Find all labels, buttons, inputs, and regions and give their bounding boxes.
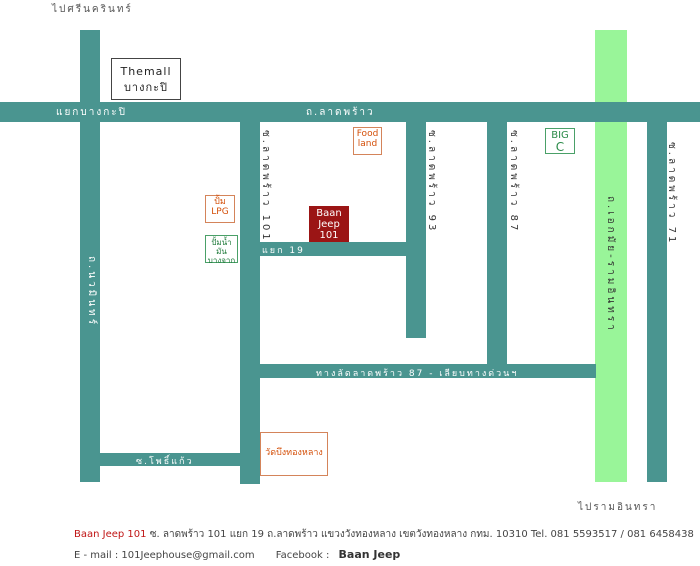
footer-address-line: Baan Jeep 101 ซ. ลาดพร้าว 101 แยก 19 ถ.ล… <box>74 527 694 542</box>
bangchak-pump: ปั้มน้ำมัน บางจาก <box>205 235 238 265</box>
lpg-line1: ปั้ม <box>214 197 226 207</box>
baanjeep-line2: Jeep <box>318 219 340 230</box>
foodland-line1: Food <box>356 129 379 139</box>
baanjeep-line1: Baan <box>316 208 342 219</box>
themall-bangkapi: Themall บางกะปิ <box>111 58 181 100</box>
lpg-line2: LPG <box>211 206 229 217</box>
nawamin-road <box>80 30 100 482</box>
nawamin-label: ถ.นวมินทร์ <box>86 256 97 328</box>
baan-jeep-101: Baan Jeep 101 <box>309 206 349 242</box>
themall-line1: Themall <box>120 65 172 78</box>
soi-101-road <box>240 122 260 484</box>
ladprao-road-label: ถ.ลาดพร้าว <box>306 107 375 118</box>
soi-87-road <box>487 122 507 366</box>
footer-facebook-name[interactable]: Baan Jeep <box>338 548 401 561</box>
soi-93-road <box>406 122 426 338</box>
ladprao-road <box>0 102 700 122</box>
wat-bueng-thonglang: วัดบึงทองหลาง <box>260 432 328 476</box>
soi-87-label: ซ.ลาดพร้าว 87 <box>508 130 519 234</box>
soi-71-road <box>647 122 667 482</box>
foodland-line2: land <box>357 138 378 149</box>
bangchak-line1: ปั้มน้ำมัน <box>211 238 232 256</box>
ekkamai-label: ถ.เอกมัย-รามอินทรา <box>605 196 616 333</box>
big-c: BIG C <box>545 128 575 154</box>
footer-contact-line: E - mail : 101Jeephouse@gmail.com Facebo… <box>74 548 400 561</box>
pho-kaeo-label: ซ.โพธิ์แก้ว <box>136 457 194 467</box>
bang-kapi-junction-label: แยกบางกะปิ <box>56 107 127 118</box>
to-srinakarin-label: ไปศรีนครินทร์ <box>52 4 133 15</box>
bigc-line2: C <box>555 140 565 154</box>
soi-101-label: ซ.ลาดพร้าว 101 <box>260 130 271 243</box>
footer-address: ซ. ลาดพร้าว 101 แยก 19 ถ.ลาดพร้าว แขวงวั… <box>149 529 694 540</box>
to-ramintra-label: ไปรามอินทรา <box>578 502 658 513</box>
foodland: Food land <box>353 127 382 155</box>
yaek-19-road <box>256 242 408 256</box>
baanjeep-line3: 101 <box>319 230 339 241</box>
footer-facebook-label: Facebook : <box>275 550 330 561</box>
themall-line2: บางกะปิ <box>123 81 169 94</box>
footer-brand: Baan Jeep 101 <box>74 529 147 540</box>
yaek-19-label: แยก 19 <box>262 246 305 256</box>
soi-71-label: ซ.ลาดพร้าว 71 <box>666 142 677 246</box>
bangchak-line2: บางจาก <box>207 255 236 265</box>
bypass-label: ทางลัดลาดพร้าว 87 - เลียบทางด่วนฯ <box>316 369 519 379</box>
footer-email[interactable]: E - mail : 101Jeephouse@gmail.com <box>74 550 255 561</box>
soi-93-label: ซ.ลาดพร้าว 93 <box>426 130 437 234</box>
bigc-line1: BIG <box>551 130 569 141</box>
lpg-pump: ปั้ม LPG <box>205 195 235 223</box>
bypass-road <box>256 364 596 378</box>
pho-kaeo-road <box>100 453 244 466</box>
